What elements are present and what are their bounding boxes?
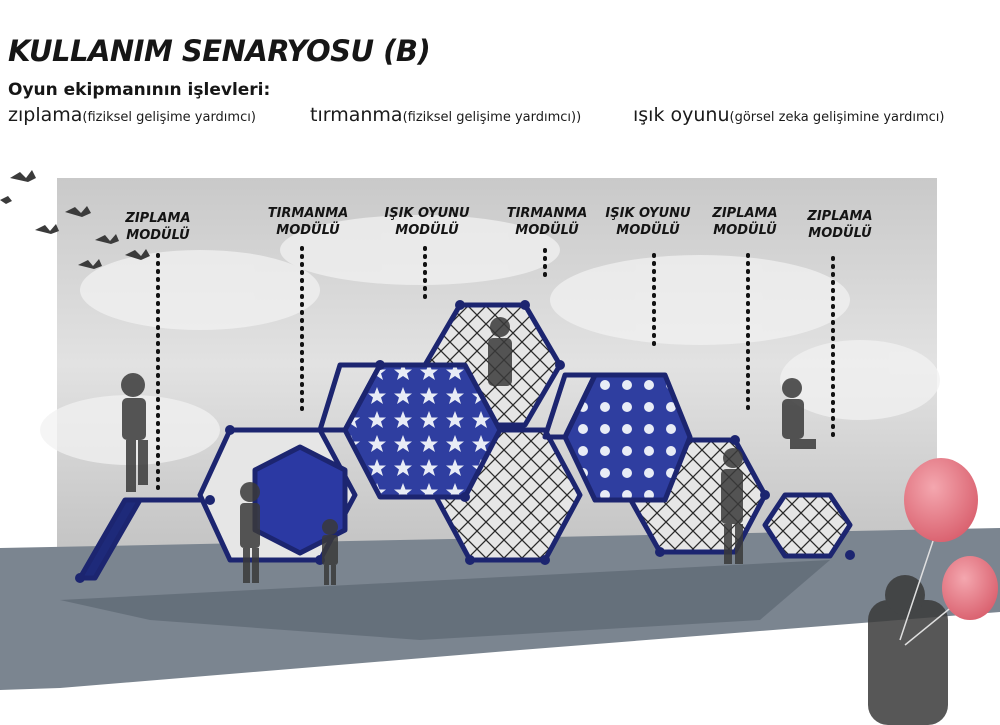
module-label-line: ZIPLAMA [712, 206, 778, 221]
function-climbing: tırmanma(fiziksel gelişime yardımcı)) [310, 104, 581, 126]
module-label-light-play-2: IŞIK OYUNU MODÜLÜ [593, 205, 703, 239]
module-label-line: IŞIK OYUNU [384, 206, 470, 221]
module-label-jumping-1: ZIPLAMA MODÜLÜ [103, 210, 213, 244]
module-label-line: MODÜLÜ [713, 223, 777, 238]
module-label-line: MODÜLÜ [616, 223, 680, 238]
module-label-line: TIRMANMA [267, 206, 349, 221]
birds [0, 170, 150, 269]
module-label-line: IŞIK OYUNU [605, 206, 691, 221]
function-jumping: zıplama(fiziksel gelişime yardımcı) [8, 104, 256, 126]
module-label-line: MODÜLÜ [126, 228, 190, 243]
playground-illustration [0, 170, 1000, 725]
page-title: KULLANIM SENARYOSU (B) [8, 34, 431, 68]
function-note: (fiziksel gelişime yardımcı) [82, 110, 256, 125]
function-note: (fiziksel gelişime yardımcı)) [402, 110, 582, 125]
module-label-line: MODÜLÜ [276, 223, 340, 238]
module-label-line: TIRMANMA [506, 206, 588, 221]
ground-shadow [60, 560, 830, 640]
module-label-line: MODÜLÜ [808, 226, 872, 241]
function-light-play: ışık oyunu(görsel zeka gelişimine yardım… [633, 104, 945, 126]
function-name: ışık oyunu [633, 104, 730, 126]
module-label-line: MODÜLÜ [515, 223, 579, 238]
module-label-line: MODÜLÜ [395, 223, 459, 238]
module-label-line: ZIPLAMA [807, 209, 873, 224]
module-label-jumping-3: ZIPLAMA MODÜLÜ [785, 208, 895, 242]
module-label-jumping-2: ZIPLAMA MODÜLÜ [690, 205, 800, 239]
leader-lines [156, 246, 835, 494]
module-label-climbing-1: TIRMANMA MODÜLÜ [253, 205, 363, 239]
balloons [899, 458, 998, 646]
children-figures [121, 317, 948, 725]
module-label-climbing-2: TIRMANMA MODÜLÜ [492, 205, 602, 239]
functions-heading: Oyun ekipmanının işlevleri: [8, 80, 271, 100]
function-name: zıplama [8, 104, 83, 126]
module-label-line: ZIPLAMA [125, 211, 191, 226]
function-name: tırmanma [310, 104, 403, 126]
function-note: (görsel zeka gelişimine yardımcı) [729, 110, 945, 125]
module-label-light-play-1: IŞIK OYUNU MODÜLÜ [372, 205, 482, 239]
